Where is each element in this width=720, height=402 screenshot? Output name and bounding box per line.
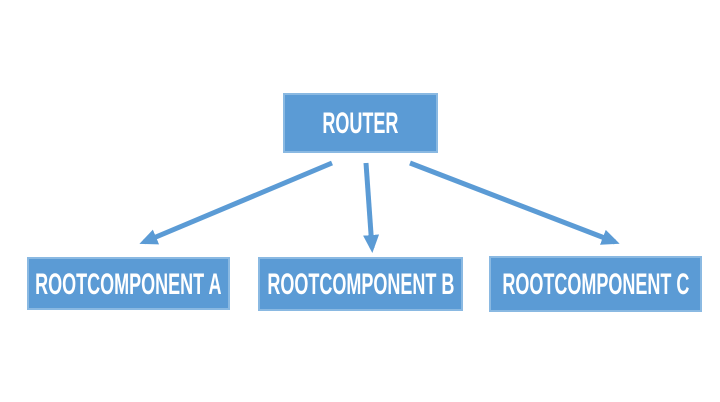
node-router: ROUTER: [283, 93, 438, 153]
edge-router-to-rootcomponent-b: [363, 162, 380, 253]
node-rootcomponent-a: ROOTCOMPONENT A: [27, 257, 230, 310]
edge-router-to-rootcomponent-c: [409, 160, 620, 245]
node-rootcomponent-a-label: ROOTCOMPONENT A: [35, 267, 222, 301]
node-rootcomponent-c-label: ROOTCOMPONENT C: [502, 268, 690, 301]
node-rootcomponent-b-label: ROOTCOMPONENT B: [267, 268, 455, 301]
node-router-label: ROUTER: [322, 107, 399, 140]
node-rootcomponent-c: ROOTCOMPONENT C: [489, 256, 702, 312]
node-rootcomponent-b: ROOTCOMPONENT B: [258, 257, 463, 311]
edge-router-to-rootcomponent-a: [139, 160, 333, 245]
